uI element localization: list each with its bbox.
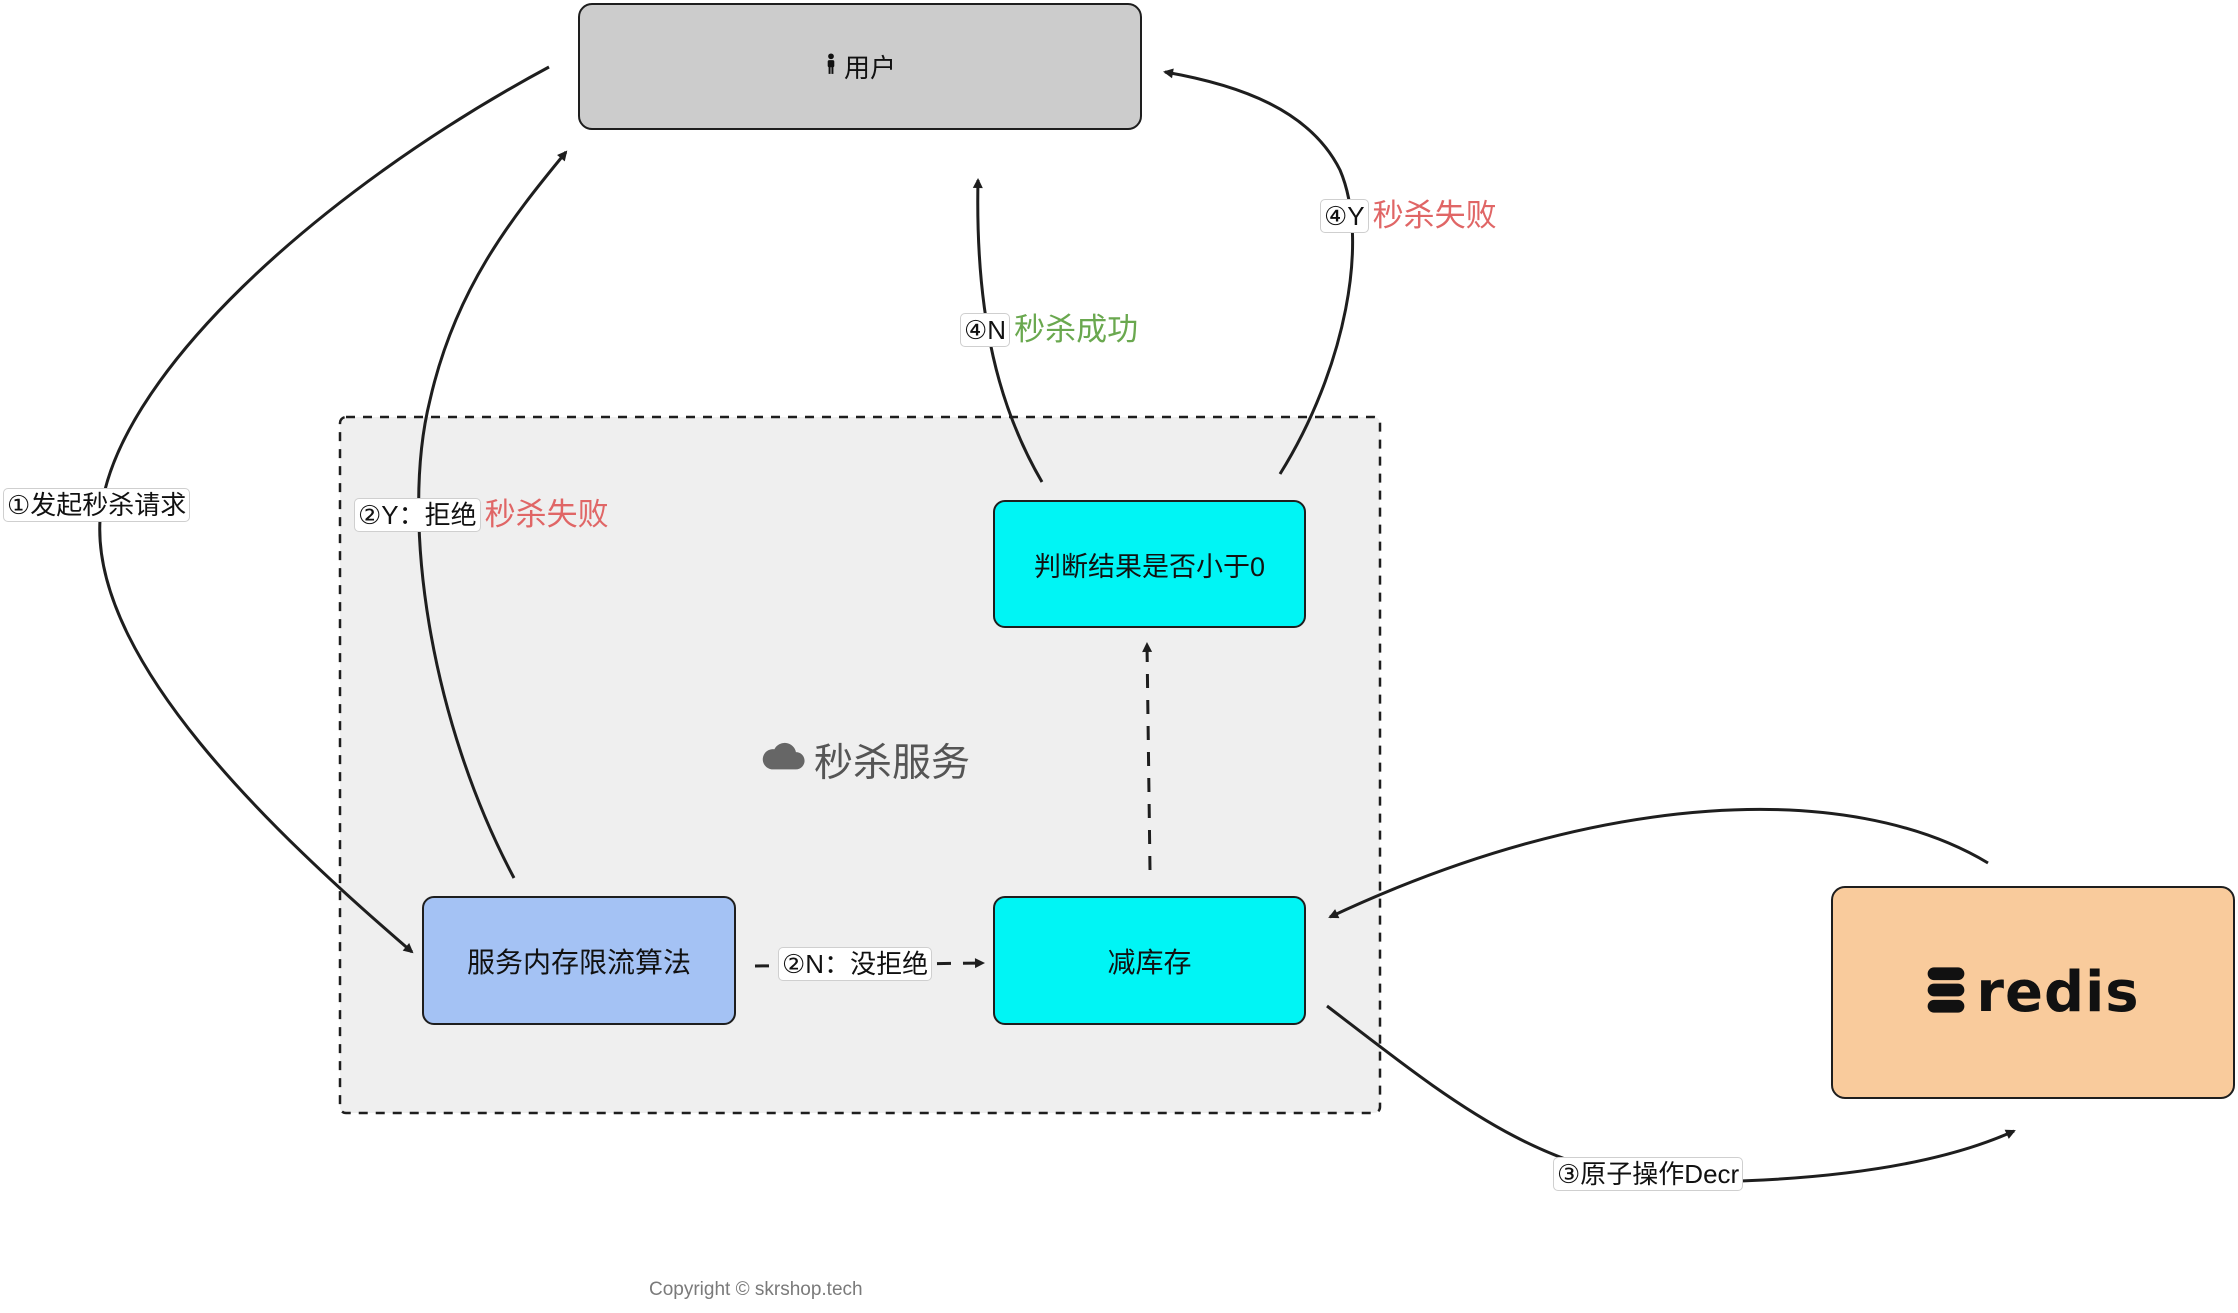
rate-limit-node: 服务内存限流算法	[422, 896, 736, 1025]
decrement-stock-label: 减库存	[1107, 946, 1192, 978]
decrement-stock-node: 减库存	[993, 896, 1306, 1025]
check-result-label: 判断结果是否小于0	[1033, 551, 1266, 582]
edge-fail	[1163, 68, 1355, 475]
edge-reject	[417, 150, 568, 879]
service-group-label: 秒杀服务	[760, 732, 970, 788]
edge-label-fail-highlight: 秒杀失败	[1372, 198, 1497, 233]
edge-label-reject-highlight: 秒杀失败	[484, 497, 609, 532]
edge-label-decr: ③原子操作Decr	[1553, 1157, 1744, 1191]
copyright-text: Copyright © skrshop.tech	[649, 1279, 863, 1300]
user-node-label: 用户	[843, 53, 896, 83]
database-icon	[1926, 966, 1966, 1019]
edge-label-decr-text: ③原子操作Decr	[1553, 1157, 1744, 1191]
edge-label-pass: ②N：没拒绝	[778, 947, 933, 981]
redis-node: redis	[1831, 886, 2235, 1099]
person-icon	[824, 51, 838, 82]
edge-label-success-text: ④N	[960, 313, 1011, 347]
edge-check-dashed	[1142, 642, 1153, 871]
cloud-icon	[760, 738, 806, 782]
check-result-node: 判断结果是否小于0	[993, 500, 1306, 628]
edge-label-fail-text: ④Y	[1320, 199, 1369, 233]
redis-label: redis	[1976, 960, 2140, 1025]
edge-redis-return	[1328, 807, 1989, 919]
edge-success	[972, 178, 1044, 483]
edge-label-request: ①发起秒杀请求	[3, 488, 191, 522]
service-group-title: 秒杀服务	[814, 742, 971, 785]
edge-label-success-highlight: 秒杀成功	[1014, 312, 1139, 347]
edge-label-pass-text: ②N：没拒绝	[778, 947, 933, 981]
edge-label-reject: ②Y：拒绝 秒杀失败	[354, 497, 609, 533]
edge-label-success: ④N 秒杀成功	[960, 312, 1138, 348]
edge-label-fail: ④Y 秒杀失败	[1320, 198, 1497, 234]
rate-limit-label: 服务内存限流算法	[466, 946, 691, 978]
user-node: 用户	[578, 3, 1142, 130]
edge-label-reject-text: ②Y：拒绝	[354, 498, 481, 532]
edge-label-request-text: ①发起秒杀请求	[3, 488, 191, 522]
